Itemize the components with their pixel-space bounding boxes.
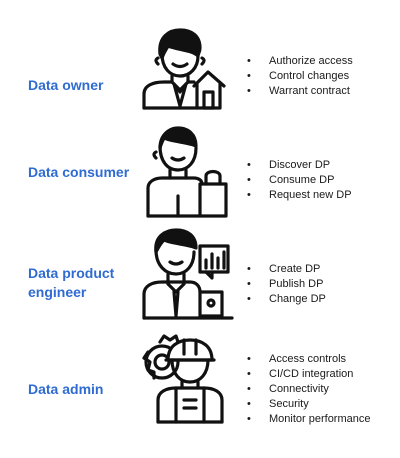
list-item: •Access controls [247,353,347,365]
responsibility-list-data-consumer: •Discover DP •Consume DP •Request new DP [247,158,352,203]
role-title-data-product-engineer: Data product engineer [28,265,115,300]
list-item: •Warrant contract [247,85,350,97]
list-item: •Discover DP [247,159,331,171]
list-item: •Request new DP [247,189,352,201]
person-with-laptop-and-chart-icon [140,228,236,322]
list-item: •Control changes [247,70,350,82]
worker-with-hardhat-and-gear-icon [140,330,230,424]
list-item: •Create DP [247,263,321,275]
list-item: •Monitor performance [247,413,371,425]
list-item: •Connectivity [247,383,329,395]
responsibility-list-data-admin: •Access controls •CI/CD integration •Con… [247,352,371,427]
role-title-data-owner: Data owner [28,77,104,93]
list-item: •Consume DP [247,174,335,186]
responsibility-list-data-owner: •Authorize access •Control changes •Warr… [247,54,353,99]
responsibility-list-data-product-engineer: •Create DP •Publish DP •Change DP [247,262,326,307]
person-with-house-icon [140,24,230,114]
list-item: •CI/CD integration [247,368,354,380]
person-with-shopping-bag-icon [140,124,230,220]
list-item: •Change DP [247,293,326,305]
role-title-data-admin: Data admin [28,381,104,397]
list-item: •Authorize access [247,55,353,67]
list-item: •Security [247,398,309,410]
list-item: •Publish DP [247,278,324,290]
role-title-data-consumer: Data consumer [28,164,130,180]
